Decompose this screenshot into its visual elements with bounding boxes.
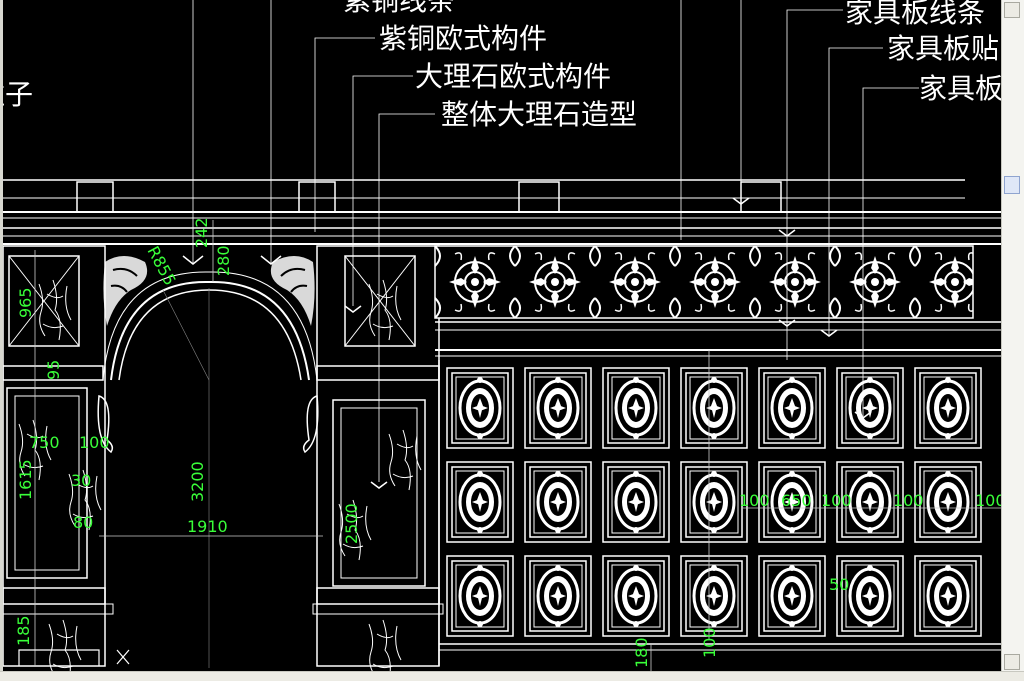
dim-1910: 1910	[187, 517, 228, 536]
dim-650: 650	[781, 491, 812, 510]
dim-965: 965	[16, 287, 35, 318]
vertical-scrollbar[interactable]	[1001, 0, 1024, 672]
dim-radius: R855	[143, 243, 179, 289]
right-pilaster	[312, 245, 444, 672]
scroll-thumb[interactable]	[1004, 176, 1020, 194]
arch	[97, 271, 319, 668]
dim-100c: 100	[821, 491, 852, 510]
elevation-drawing: 紫铜线条 紫铜欧式构件 大理石欧式构件 整体大理石造型 柱子 家具板线条 家具板…	[3, 0, 1001, 672]
dim-180: 180	[632, 637, 651, 668]
leader-lines	[182, 0, 919, 489]
dim-242: 242	[192, 217, 211, 248]
dim-95: 95	[44, 360, 63, 380]
ornamental-frieze	[434, 245, 1001, 357]
label-column: 柱子	[3, 78, 33, 111]
dim-50: 50	[829, 575, 849, 594]
label-board-trim: 家具板线条	[845, 0, 985, 29]
arch-ornament-right	[270, 256, 315, 326]
dim-3200: 3200	[188, 461, 207, 502]
dimension-lines	[34, 220, 1001, 672]
dim-2500: 2500	[342, 503, 361, 544]
dim-100e: 100	[975, 491, 1001, 510]
label-marble-component: 大理石欧式构件	[415, 60, 611, 93]
horizontal-scrollbar[interactable]	[0, 671, 1024, 681]
furniture-board-panels	[438, 360, 1001, 666]
dim-280: 280	[214, 245, 233, 276]
dim-185: 185	[14, 615, 33, 646]
label-marble-sculpt: 整体大理石造型	[441, 98, 637, 131]
dim-100a: 100	[79, 433, 110, 452]
cad-viewport[interactable]: 紫铜线条 紫铜欧式构件 大理石欧式构件 整体大理石造型 柱子 家具板线条 家具板…	[3, 0, 1001, 672]
scroll-down-button[interactable]	[1004, 654, 1020, 670]
ucs-icon	[18, 649, 130, 666]
left-edge	[0, 0, 3, 672]
left-pilaster	[3, 245, 114, 672]
dim-100f: 100	[700, 627, 719, 658]
cornice	[3, 179, 1001, 245]
dim-100b: 100	[739, 491, 770, 510]
label-copper-trim: 紫铜线条	[343, 0, 455, 17]
scroll-up-button[interactable]	[1004, 2, 1020, 18]
label-board: 家具板	[919, 72, 1001, 105]
arch-ornament-left	[103, 256, 148, 326]
dim-1615: 1615	[16, 459, 35, 500]
dim-100d: 100	[893, 491, 924, 510]
label-copper-component: 紫铜欧式构件	[379, 22, 547, 55]
label-board-veneer: 家具板贴	[887, 32, 999, 65]
dim-750: 750	[29, 433, 60, 452]
dim-80: 80	[73, 513, 93, 532]
dim-30: 30	[71, 471, 91, 490]
